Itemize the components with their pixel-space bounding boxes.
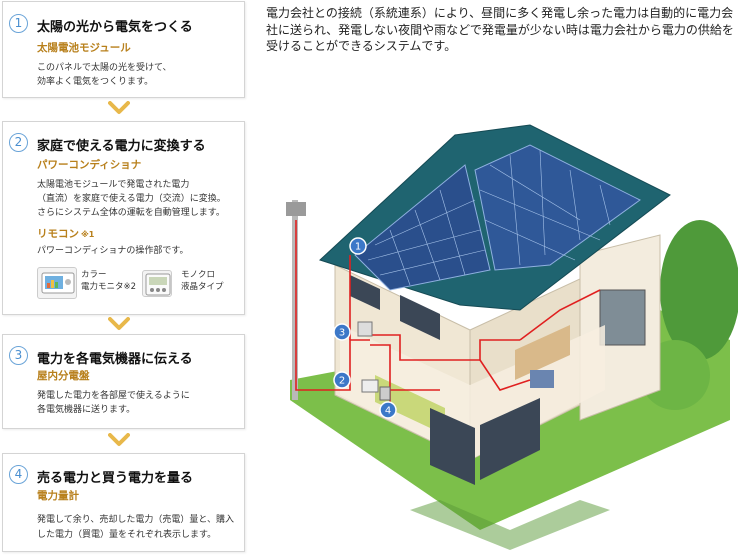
step-number: 4 — [9, 465, 28, 484]
remote-item-label: モノクロ — [181, 270, 216, 280]
step-card-2: 2 家庭で使える電力に変換する パワーコンディショナ 太陽電池モジュールで発電さ… — [2, 121, 245, 315]
step-card-1: 1 太陽の光から電気をつくる 太陽電池モジュール このパネルで太陽の光を受けて、… — [2, 1, 245, 98]
remote-item-label: カラー — [81, 270, 107, 280]
step-desc-line: 効率よく電気をつくります。 — [37, 77, 154, 87]
step-card-3: 3 電力を各電気機器に伝える 屋内分電盤 発電した電力を各部屋で使えるように 各… — [2, 334, 245, 429]
step-subtitle: パワーコンディショナ — [37, 159, 142, 171]
step-card-4: 4 売る電力と買う電力を量る 電力量計 発電して余り、売却した電力（売電）量と、… — [2, 453, 245, 552]
mono-lcd-image — [142, 270, 172, 297]
step-desc-line: このパネルで太陽の光を受けて、 — [37, 63, 172, 73]
step-title: 太陽の光から電気をつくる — [37, 20, 193, 35]
color-monitor-image — [37, 267, 77, 299]
down-arrow-icon — [108, 317, 130, 330]
step-title: 家庭で使える電力に変換する — [37, 139, 206, 154]
step-subtitle: 屋内分電盤 — [37, 370, 90, 382]
step-desc-line: さらにシステム全体の運転を自動管理します。 — [37, 208, 225, 218]
step-desc-line: 発電して余り、売却した電力（売電）量と、購入 — [37, 515, 235, 525]
house-illustration: 1 2 3 4 — [286, 124, 738, 550]
step-desc-line: 各電気機器に送ります。 — [37, 405, 136, 415]
remote-title: リモコン※1 — [37, 226, 94, 241]
step-subtitle: 電力量計 — [37, 490, 79, 502]
badge-2: 2 — [333, 371, 351, 389]
badge-4: 4 — [379, 401, 397, 419]
step-number: 1 — [9, 14, 28, 33]
badge-3: 3 — [333, 323, 351, 341]
badge-1: 1 — [349, 237, 367, 255]
solar-panel-right — [474, 144, 641, 271]
intro-text: 電力会社との接続（系統連系）により、昼間に多く発電し余った電力は自動的に電力会社… — [266, 6, 734, 53]
remote-item-label: 電力モニタ※2 — [81, 282, 137, 292]
step-title: 電力を各電気機器に伝える — [37, 352, 193, 367]
step-number: 3 — [9, 346, 28, 365]
step-desc-line: 太陽電池モジュールで発電された電力 — [37, 180, 190, 190]
badge-1-text: 1 — [355, 242, 361, 253]
step-desc-line: 発電した電力を各部屋で使えるように — [37, 391, 190, 401]
down-arrow-icon — [108, 433, 130, 446]
remote-desc: パワーコンディショナの操作部です。 — [37, 246, 189, 256]
badge-2-text: 2 — [339, 376, 345, 387]
step-desc-line: した電力（買電）量をそれぞれ表示します。 — [37, 530, 217, 540]
down-arrow-icon — [108, 101, 130, 114]
remote-note: ※1 — [81, 230, 95, 239]
step-title: 売る電力と買う電力を量る — [37, 471, 194, 486]
badge-3-text: 3 — [339, 328, 345, 339]
remote-item-label: 液晶タイプ — [181, 282, 224, 292]
badge-4-text: 4 — [385, 406, 391, 417]
step-desc-line: （直流）を家庭で使える電力（交流）に変換。 — [37, 194, 226, 204]
solar-panel-left — [354, 164, 491, 291]
remote-title-text: リモコン — [37, 228, 79, 240]
step-number: 2 — [9, 133, 28, 152]
step-subtitle: 太陽電池モジュール — [37, 42, 131, 54]
